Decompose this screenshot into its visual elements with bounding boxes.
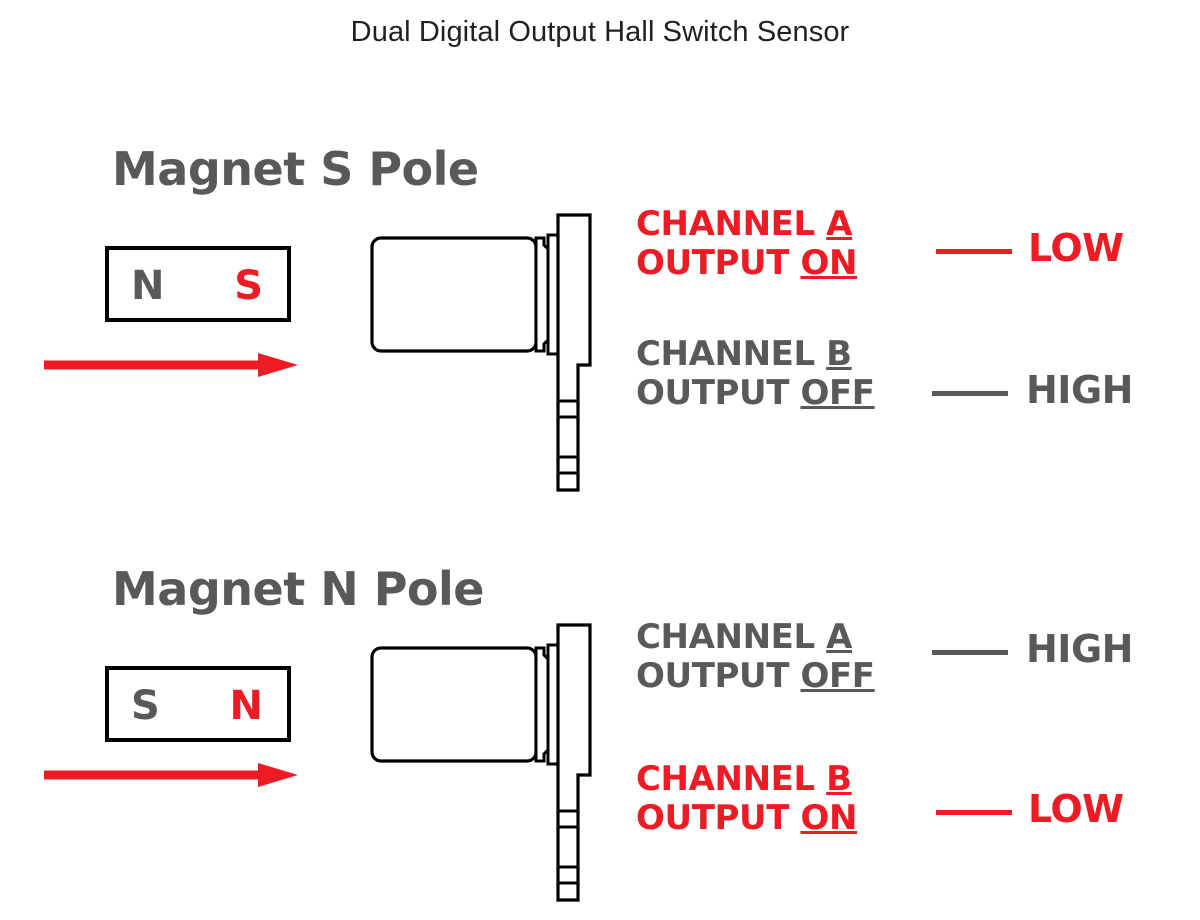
output-state: OFF [800,656,875,697]
motion-arrow-n-pole [42,760,302,790]
logic-level-label: LOW [1028,226,1124,270]
arrow-right-icon [44,763,298,787]
sensor-body [370,236,538,353]
hall-sensor-icon [370,213,592,492]
output-line-text: OUTPUT [636,373,801,414]
sensor-neck [534,236,550,353]
logic-level-label: HIGH [1026,627,1133,671]
output-status-channel-b-top: CHANNEL B OUTPUT OFF HIGH [636,334,1156,445]
magnet-block-n-pole: S N [105,666,291,742]
sensor-flange [556,623,592,902]
motion-arrow-s-pole [42,350,302,380]
section-heading-magnet-n-pole: Magnet N Pole [112,562,485,616]
channel-letter: A [826,617,853,657]
output-state: ON [800,243,858,284]
magnet-pole-right-label: S [234,263,263,309]
magnet-block-s-pole: N S [105,246,291,322]
hall-sensor-icon [370,623,592,902]
channel-letter: B [826,334,852,374]
output-state: OFF [800,373,875,414]
output-line-text: OUTPUT [636,798,801,839]
channel-line-text: CHANNEL [636,759,827,799]
magnet-pole-left-label: N [131,263,165,309]
hall-sensor-illustration-bottom [362,615,602,915]
level-connector-dash [932,650,1008,655]
output-status-channel-a-bottom: CHANNEL A OUTPUT OFF HIGH [636,617,1156,728]
level-connector-dash [936,810,1012,815]
magnet-pole-left-label: S [131,683,160,729]
output-state: ON [800,798,858,839]
channel-line-text: CHANNEL [636,204,827,244]
output-label-channel-b: CHANNEL B OUTPUT OFF [636,334,875,414]
output-status-channel-b-bottom: CHANNEL B OUTPUT ON LOW [636,759,1156,870]
channel-letter: B [826,759,852,799]
output-label-channel-b: CHANNEL B OUTPUT ON [636,759,858,839]
logic-level-label: HIGH [1026,368,1133,412]
sensor-neck [534,646,550,763]
sensor-body [370,646,538,763]
channel-line-text: CHANNEL [636,617,827,657]
logic-level-label: LOW [1028,787,1124,831]
magnet-pole-right-label: N [229,683,263,729]
output-line-text: OUTPUT [636,656,801,697]
output-line-text: OUTPUT [636,243,801,284]
hall-sensor-illustration-top [362,205,602,505]
output-label-channel-a: CHANNEL A OUTPUT ON [636,204,858,284]
output-label-channel-a: CHANNEL A OUTPUT OFF [636,617,875,697]
level-connector-dash [932,391,1008,396]
diagram-canvas: Dual Digital Output Hall Switch Sensor M… [42,16,1156,902]
sensor-flange [556,213,592,492]
channel-line-text: CHANNEL [636,334,827,374]
arrow-right-icon [44,353,298,377]
output-status-channel-a-top: CHANNEL A OUTPUT ON LOW [636,204,1156,315]
page-title: Dual Digital Output Hall Switch Sensor [350,16,850,48]
level-connector-dash [936,249,1012,254]
channel-letter: A [826,204,853,244]
section-heading-magnet-s-pole: Magnet S Pole [112,142,479,196]
